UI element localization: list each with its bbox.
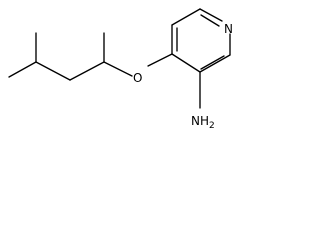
bond-chain-2: [69, 61, 105, 81]
ring-bond-c3-c4: [171, 53, 201, 73]
chemical-structure: N O NH2: [8, 8, 233, 131]
ring-double-bond-c6-n: [200, 14, 220, 27]
bond-chain-1: [35, 61, 71, 81]
ring-bond-c5-c6: [171, 8, 201, 26]
atom-label-nitrogen: N: [224, 22, 233, 36]
atom-label-amine: NH2: [191, 114, 215, 131]
ring-double-bond-c2-c3: [200, 55, 225, 70]
bond-chain-to-oxygen: [103, 61, 133, 77]
amine-subscript: 2: [209, 121, 215, 131]
ring-bond-c2-c3: [199, 54, 231, 73]
bond-isopropyl-lower: [8, 61, 37, 78]
ring-bond-c6-n: [199, 8, 223, 22]
amine-nh: NH: [191, 114, 209, 128]
bond-oxygen-to-ring: [147, 53, 173, 67]
atom-label-oxygen: O: [133, 71, 142, 85]
